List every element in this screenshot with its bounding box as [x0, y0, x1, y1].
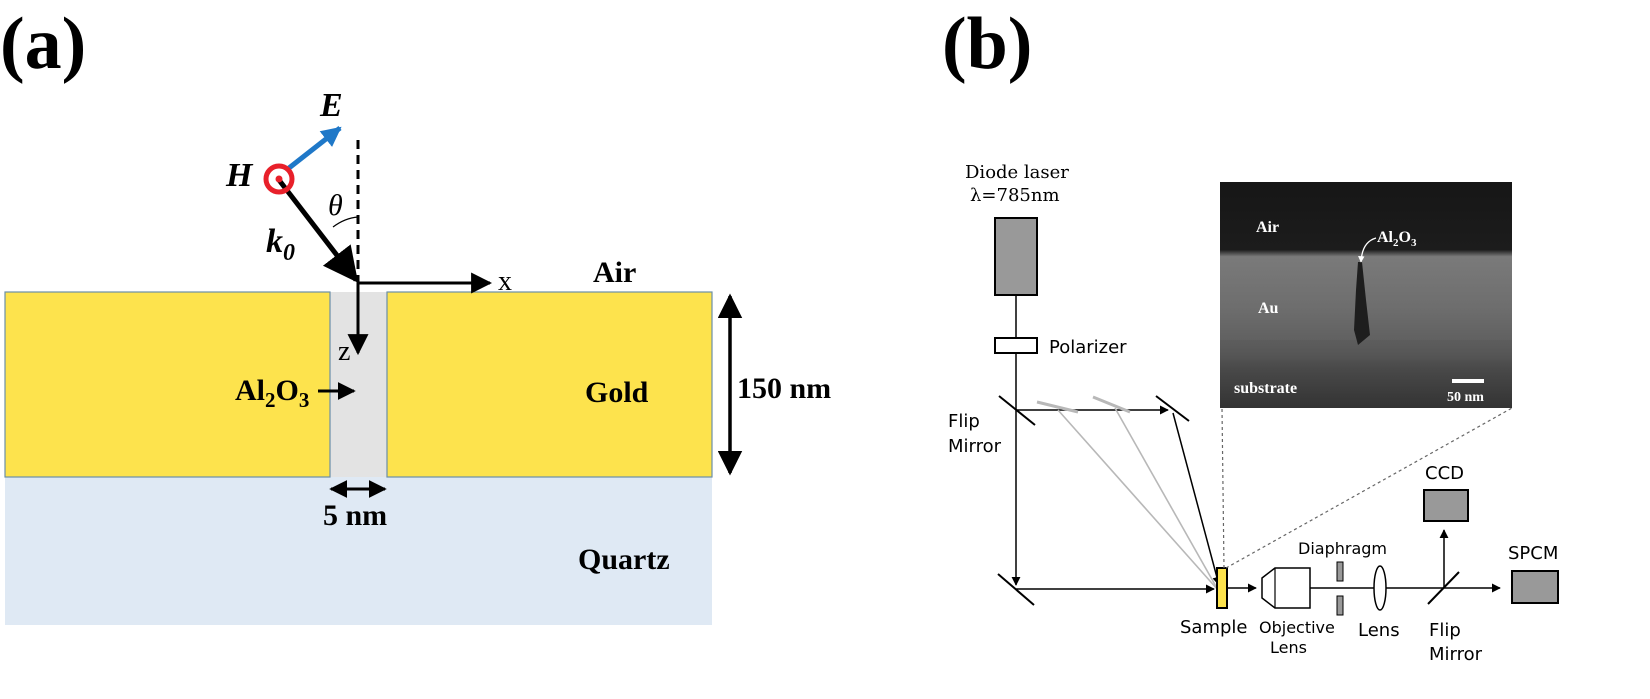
panel-a: (a) θ E H k0 x z Air Al2O3 G [0, 3, 831, 625]
sem-image [1220, 182, 1512, 408]
e-field-arrow [287, 126, 342, 170]
side-mirror [1155, 395, 1190, 422]
air-label: Air [593, 256, 636, 289]
gold-block-right [386, 291, 713, 478]
gray-mirror-1 [1036, 400, 1079, 414]
angle-arc [332, 216, 359, 228]
polarizer-label: Polarizer [1049, 337, 1127, 358]
objective-label-line2: Lens [1270, 638, 1307, 657]
sem-oxide-label: Al2O3 [1377, 229, 1417, 249]
panel-a-label: (a) [0, 3, 86, 85]
zoom-line-right [1225, 407, 1513, 569]
diaphragm-label: Diaphragm [1298, 539, 1387, 558]
laser-label-line2: λ=785nm [970, 185, 1060, 206]
panel-b-label: (b) [942, 3, 1032, 85]
gray-beam-2 [1114, 407, 1219, 591]
flip-mirror-1-label-line1: Flip [948, 411, 980, 432]
beam-side-to-sample [1172, 412, 1222, 586]
k0-label: k0 [266, 223, 295, 266]
sem-inset: Air Al2O3 Au substrate 50 nm [1220, 182, 1512, 408]
objective-lens [1261, 567, 1311, 609]
lens [1373, 565, 1387, 611]
sample [1216, 567, 1228, 609]
zoom-line-left [1221, 407, 1225, 569]
gold-label: Gold [585, 376, 649, 409]
oxide-label: Al2O3 [235, 374, 309, 412]
lens-label: Lens [1358, 620, 1400, 641]
sample-label: Sample [1180, 617, 1248, 638]
gold-block-left [4, 291, 331, 478]
angle-theta: θ [328, 189, 343, 222]
objective-label-line1: Objective [1259, 618, 1335, 637]
h-field-label: H [225, 157, 254, 194]
diaphragm-lower [1336, 595, 1344, 616]
spcm-label: SPCM [1508, 543, 1558, 564]
spcm-detector [1511, 570, 1559, 604]
ccd-label: CCD [1425, 463, 1464, 484]
z-axis-label: z [338, 336, 350, 367]
flip-mirror-2-label-line2: Mirror [1429, 644, 1483, 665]
sem-oxide-pointer [1358, 237, 1377, 263]
ccd-detector [1423, 489, 1469, 522]
x-axis-label: x [498, 266, 512, 297]
k0-arrow [277, 178, 359, 283]
sem-air-label: Air [1256, 219, 1279, 236]
flip-mirror-2-label-line1: Flip [1429, 620, 1461, 641]
polarizer [994, 337, 1038, 354]
sem-scale-bar [1452, 379, 1484, 383]
sem-au-label: Au [1258, 300, 1279, 317]
quartz-label: Quartz [578, 543, 670, 576]
diaphragm-upper [1336, 561, 1344, 582]
sem-scale-label: 50 nm [1447, 390, 1484, 405]
sem-substrate-label: substrate [1234, 380, 1297, 397]
thickness-label: 150 nm [737, 372, 831, 405]
laser-label-line1: Diode laser [965, 162, 1069, 183]
gray-mirror-2 [1092, 395, 1131, 414]
panel-b: (b) Diode laser λ=785nm Polarizer Flip M… [942, 3, 1559, 665]
flip-mirror-1-label-line2: Mirror [948, 436, 1002, 457]
gap-label: 5 nm [323, 499, 387, 532]
quartz-substrate [5, 477, 712, 625]
sem-gap-channel [1354, 262, 1370, 345]
diode-laser [994, 217, 1038, 296]
gray-beam-1 [1057, 409, 1219, 591]
e-field-label: E [319, 87, 343, 124]
h-field-symbol [263, 163, 295, 195]
